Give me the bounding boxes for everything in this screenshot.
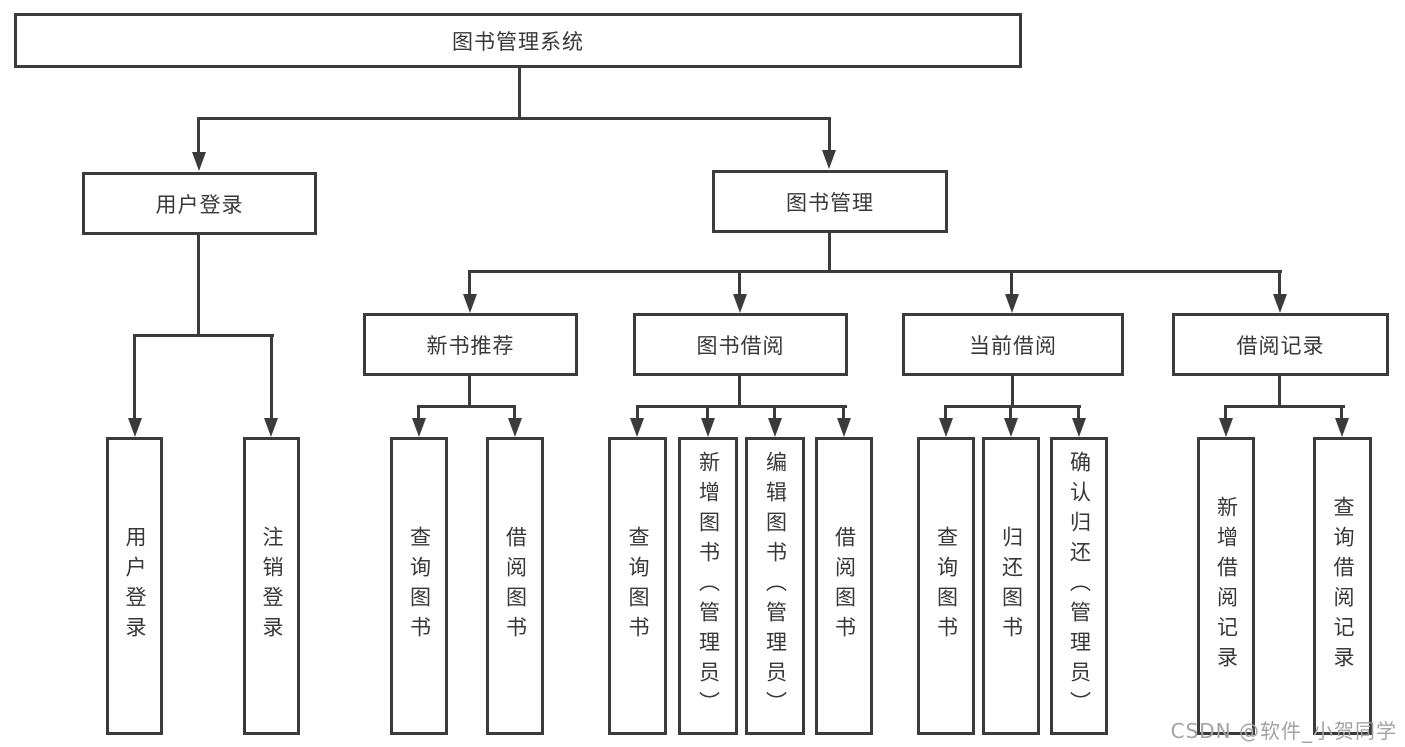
- leaf-add-book-admin: 新增图书（管理员）: [678, 437, 738, 735]
- node-root-label: 图书管理系统: [452, 29, 584, 54]
- arrow-down-icon: [128, 418, 142, 437]
- connector-line: [1224, 405, 1345, 408]
- node-current-borrow-label: 当前借阅: [969, 333, 1057, 358]
- connector-line: [706, 405, 709, 425]
- connector-line: [738, 375, 741, 407]
- connector-line: [1011, 376, 1014, 407]
- node-borrow-records-label: 借阅记录: [1236, 333, 1325, 358]
- leaf-edit-book-admin-label: 编辑图书（管理员）: [763, 451, 788, 721]
- leaf-add-borrow-record-label: 新增借阅记录: [1214, 496, 1239, 676]
- connector-line: [636, 405, 639, 425]
- node-book-borrow-label: 图书借阅: [696, 333, 785, 358]
- connector-line: [1009, 405, 1012, 425]
- connector-line: [417, 405, 420, 425]
- leaf-logout-label: 注销登录: [260, 526, 284, 646]
- leaf-return-book-label: 归还图书: [999, 526, 1024, 646]
- arrow-down-icon: [1072, 418, 1086, 437]
- arrow-down-icon: [412, 418, 426, 437]
- arrow-down-icon: [192, 152, 206, 171]
- connector-line: [197, 117, 200, 157]
- arrow-down-icon: [733, 294, 747, 313]
- connector-line: [468, 375, 471, 407]
- watermark: CSDN @软件_小贺同学: [1170, 719, 1397, 743]
- leaf-borrow-books-label: 借阅图书: [832, 526, 857, 646]
- leaf-borrow-books: 借阅图书: [815, 437, 873, 735]
- leaf-user-login: 用户登录: [106, 437, 163, 735]
- connector-line: [828, 117, 831, 157]
- connector-line: [270, 334, 273, 424]
- connector-line: [1278, 376, 1281, 407]
- leaf-confirm-return-admin: 确认归还（管理员）: [1050, 437, 1108, 735]
- connector-line: [468, 270, 1282, 273]
- node-book-borrow: 图书借阅: [633, 313, 848, 376]
- connector-line: [468, 270, 471, 298]
- leaf-query-borrow-record: 查询借阅记录: [1313, 437, 1372, 735]
- arrow-down-icon: [264, 418, 278, 437]
- connector-line: [944, 405, 947, 425]
- leaf-query-books-current: 查询图书: [917, 437, 975, 735]
- arrow-down-icon: [1219, 418, 1233, 437]
- leaf-query-books-borrow: 查询图书: [608, 437, 667, 735]
- connector-line: [197, 117, 831, 120]
- connector-line: [944, 405, 1081, 408]
- node-book-management-label: 图书管理: [786, 190, 874, 215]
- connector-line: [1224, 405, 1227, 425]
- node-user-login: 用户登录: [82, 172, 317, 235]
- arrow-down-icon: [463, 294, 477, 313]
- arrow-down-icon: [1335, 418, 1349, 437]
- arrow-down-icon: [1273, 294, 1287, 313]
- node-root: 图书管理系统: [14, 13, 1022, 68]
- connector-line: [738, 270, 741, 298]
- connector-line: [1340, 405, 1343, 425]
- node-borrow-records: 借阅记录: [1172, 313, 1389, 376]
- leaf-query-books-recommend: 查询图书: [390, 437, 448, 735]
- leaf-query-borrow-record-label: 查询借阅记录: [1331, 496, 1355, 676]
- leaf-borrow-books-recommend: 借阅图书: [486, 437, 544, 735]
- node-current-borrow: 当前借阅: [902, 313, 1124, 376]
- arrow-down-icon: [630, 418, 644, 437]
- node-new-book-recommend-label: 新书推荐: [426, 333, 515, 358]
- arrow-down-icon: [822, 150, 836, 169]
- connector-line: [133, 334, 136, 424]
- node-new-book-recommend: 新书推荐: [363, 313, 578, 376]
- connector-line: [773, 405, 776, 425]
- leaf-query-books-recommend-label: 查询图书: [407, 526, 432, 646]
- arrow-down-icon: [768, 418, 782, 437]
- connector-line: [197, 234, 200, 336]
- connector-line: [1077, 405, 1080, 425]
- leaf-query-books-borrow-label: 查询图书: [626, 526, 650, 646]
- connector-line: [417, 405, 516, 408]
- arrow-down-icon: [1005, 294, 1019, 313]
- arrow-down-icon: [939, 418, 953, 437]
- arrow-down-icon: [837, 418, 851, 437]
- leaf-add-borrow-record: 新增借阅记录: [1197, 437, 1255, 735]
- leaf-user-login-label: 用户登录: [123, 526, 147, 646]
- node-user-login-label: 用户登录: [155, 192, 244, 217]
- leaf-query-books-current-label: 查询图书: [934, 526, 959, 646]
- connector-line: [828, 233, 831, 272]
- connector-line: [1278, 270, 1281, 298]
- node-book-management: 图书管理: [712, 170, 948, 233]
- leaf-logout: 注销登录: [243, 437, 300, 735]
- connector-line: [513, 405, 516, 425]
- connector-line: [518, 68, 521, 118]
- connector-line: [133, 334, 274, 337]
- leaf-add-book-admin-label: 新增图书（管理员）: [696, 451, 721, 721]
- arrow-down-icon: [508, 418, 522, 437]
- leaf-confirm-return-admin-label: 确认归还（管理员）: [1067, 451, 1092, 721]
- connector-line: [1010, 270, 1013, 298]
- connector-line: [842, 405, 845, 425]
- leaf-borrow-books-recommend-label: 借阅图书: [503, 526, 528, 646]
- arrow-down-icon: [701, 418, 715, 437]
- leaf-edit-book-admin: 编辑图书（管理员）: [745, 437, 805, 735]
- leaf-return-book: 归还图书: [982, 437, 1040, 735]
- connector-line: [636, 405, 847, 408]
- arrow-down-icon: [1004, 418, 1018, 437]
